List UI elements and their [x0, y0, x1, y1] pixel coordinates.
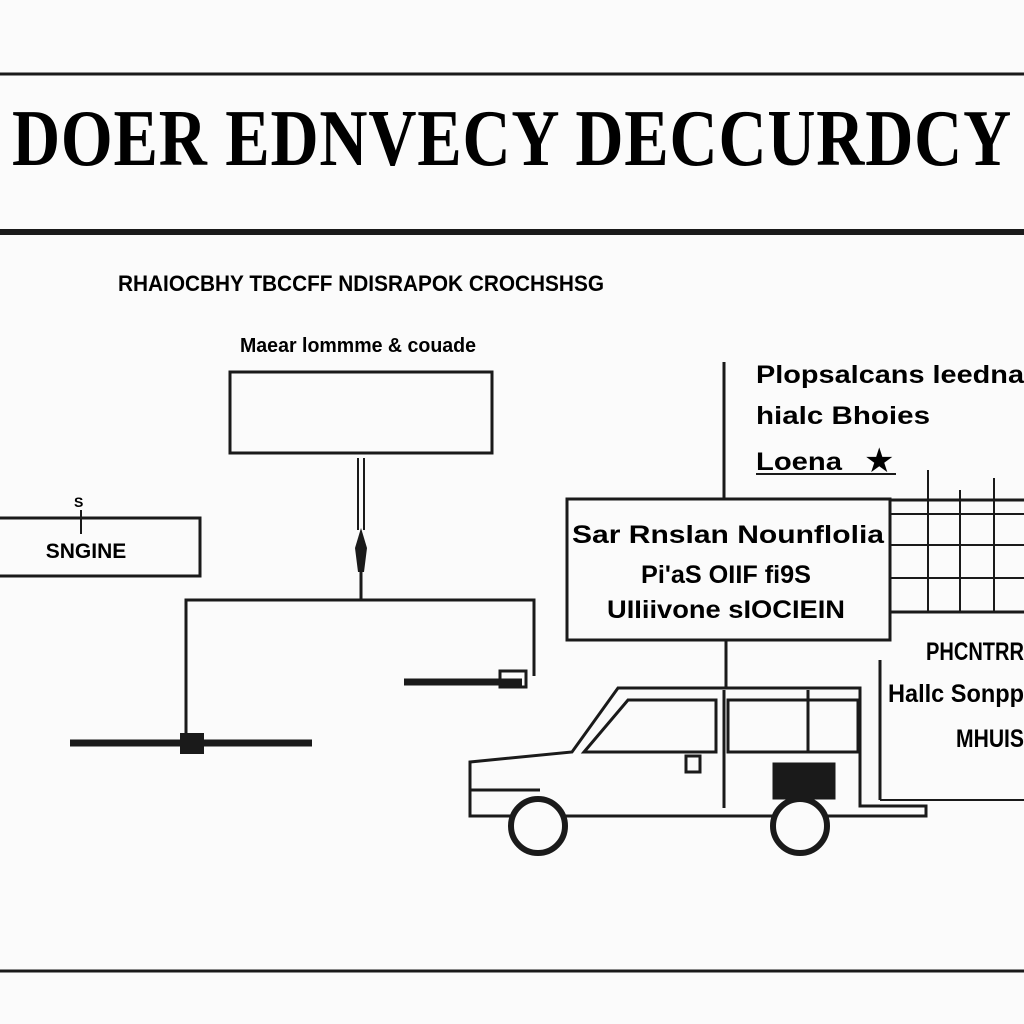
- left-box-label: SNGINE: [46, 540, 127, 563]
- star-icon: ★: [864, 441, 894, 481]
- right-rail-clamp: [498, 669, 528, 689]
- left-box-marker: S: [74, 494, 83, 510]
- legend-line-3: Loena: [756, 448, 843, 476]
- branch-line: [184, 598, 536, 736]
- diagram-subtitle: RHAIOCBHY TBCCFF NDISRAPOK CROCHSHSG: [118, 271, 604, 296]
- building-grid: [890, 470, 1024, 614]
- legend-line-1: Plopsalcans leedna: [756, 361, 1024, 389]
- right-panel-line-1: PHCNTRR: [926, 638, 1024, 666]
- left-box: [0, 516, 202, 578]
- center-sign: [565, 497, 892, 642]
- center-sign-line-2: Pi'aS OIIF fi9S: [641, 561, 811, 589]
- connector-plug-icon: [355, 528, 367, 572]
- right-panel-line-2: Hallc Sonpp: [888, 680, 1024, 708]
- right-panel-line-3: MHUIS: [956, 725, 1024, 753]
- center-sign-line-1: Sar Rnslan Nounflolia: [572, 521, 885, 549]
- page-title: DOER EDNVECY DECCURDCY: [12, 95, 1012, 183]
- top-box-label: Maear lommme & couade: [240, 335, 476, 357]
- legend-line-2: hialc Bhoies: [756, 402, 930, 430]
- left-rail-clamp: [180, 733, 204, 754]
- truck-icon: [468, 686, 928, 856]
- center-sign-line-3: UIIiivone sIOCIEIN: [607, 596, 845, 624]
- top-box: [228, 370, 494, 455]
